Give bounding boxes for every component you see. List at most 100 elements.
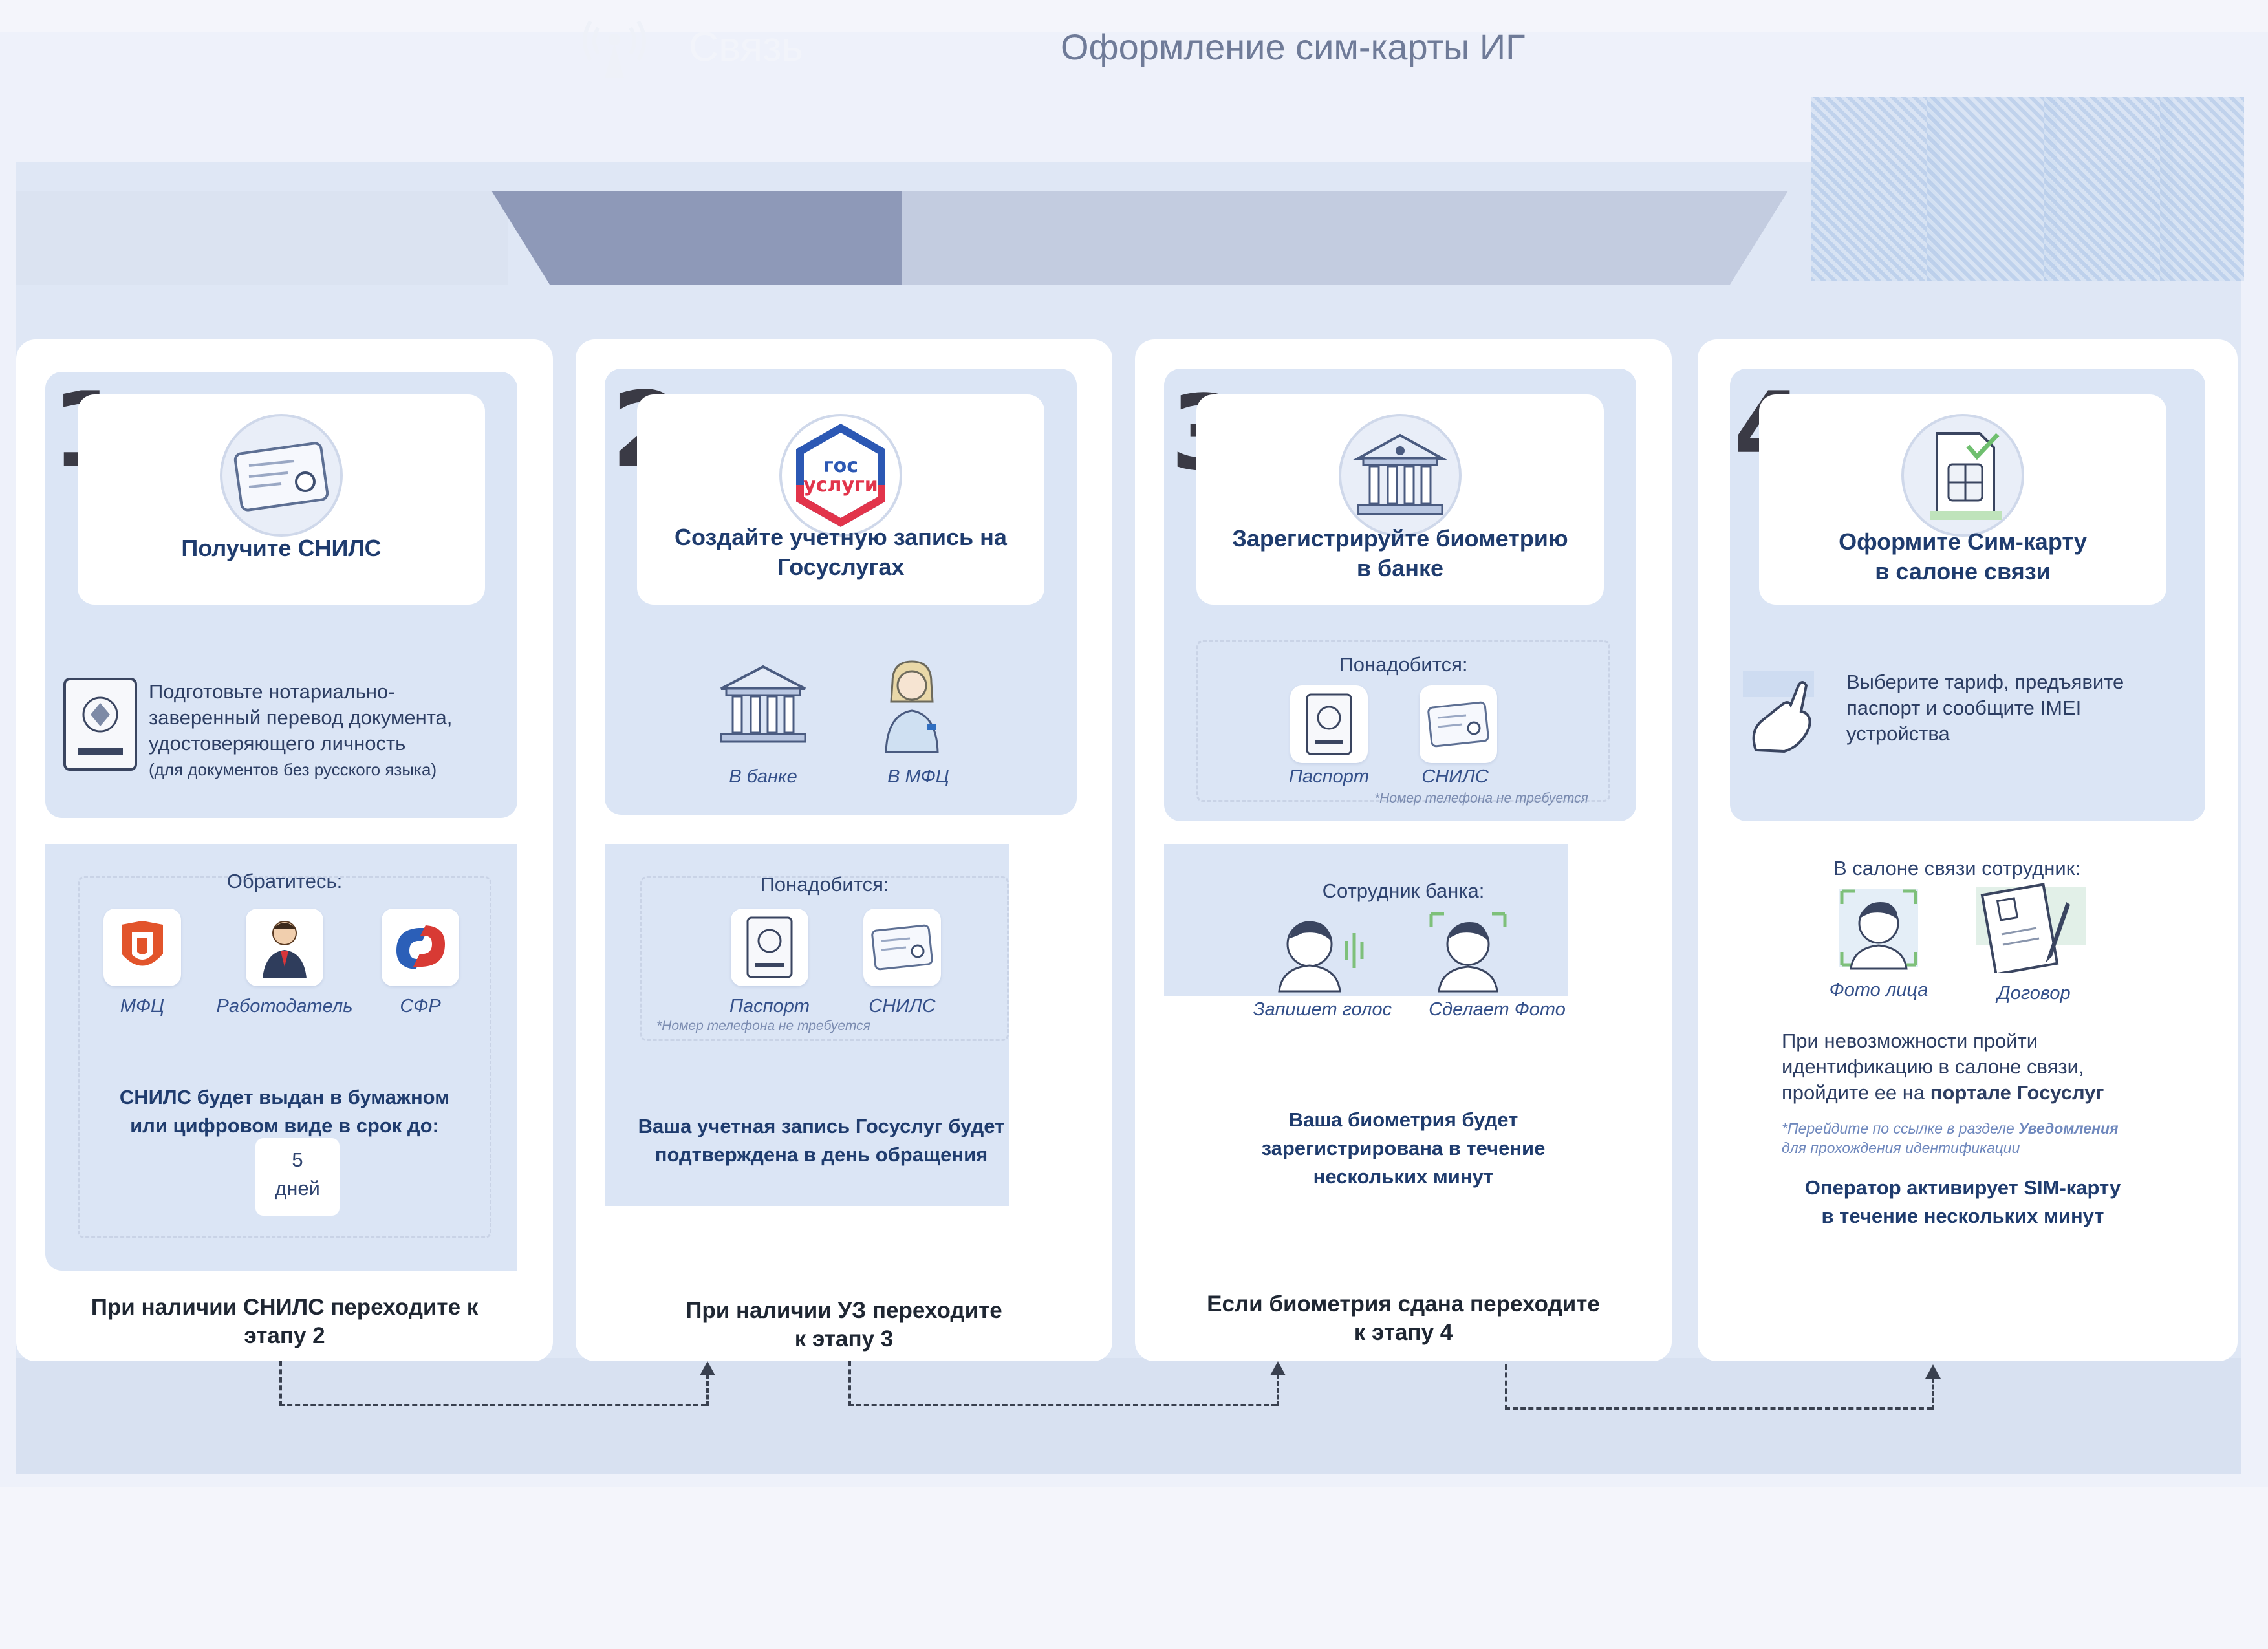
step-3-title-card: Зарегистрируйте биометрию в банке (1196, 394, 1604, 605)
step-1-prep-note: (для документов без русского языка) (149, 760, 437, 779)
doc-snils-label: СНИЛС (869, 996, 936, 1017)
step-3-need-label: Понадобится: (1339, 653, 1468, 676)
step-3-column: 3 Зарегистрируйте биометрию в банке Пона… (1135, 339, 1672, 1361)
step-1-contact-label: Обратитесь: (226, 870, 343, 892)
contact-employer-label: Работодатель (216, 996, 353, 1017)
place-mfc-label: В МФЦ (887, 766, 949, 787)
bank-icon (1339, 414, 1462, 537)
step-1-prep-line-3: удостоверяющего личность (149, 732, 406, 755)
doc-passport-label: Паспорт (1288, 766, 1369, 787)
snils-doc-icon (1420, 685, 1497, 763)
step-4-title-card: Оформите Сим-карту в салоне связи (1759, 394, 2166, 605)
antenna-icon (576, 13, 653, 81)
bank-small-icon (715, 663, 812, 749)
step-4-alt-note-prefix: *Перейдите по ссылке в разделе (1782, 1120, 2019, 1137)
step-4-choose-line-3: устройства (1846, 722, 1950, 745)
step-4-choose-line-2: паспорт и сообщите IMEI (1846, 696, 2082, 719)
action-contract-label: Договор (1997, 983, 2071, 1004)
step-3-result-line-1: Ваша биометрия будет (1288, 1108, 1518, 1131)
step-2-column: 2 гос услуги Создайте учетную запись на … (576, 339, 1112, 1361)
step-1-title-card: Получите СНИЛС (78, 394, 485, 605)
passport-doc-icon (731, 909, 808, 986)
action-photo-label: Сделает Фото (1429, 999, 1566, 1020)
step-1-footer: При наличии СНИЛС переходите к этапу 2 (42, 1293, 527, 1350)
step-3-result-text: Ваша биометрия будет зарегистрирована в … (1196, 1106, 1610, 1191)
step-4-column: 4 Оформите Сим-карту в салоне связи Выбе… (1698, 339, 2238, 1361)
connector-2-arrowhead (1270, 1361, 1286, 1375)
step-3-footer-line-2: к этапу 4 (1354, 1320, 1453, 1345)
step-1-prep-line-1: Подготовьте нотариально- (149, 680, 395, 703)
step-2-footer-line-1: При наличии УЗ переходите (686, 1298, 1002, 1323)
step-2-bottom-shade (605, 844, 1009, 1206)
passport-doc-icon (1290, 685, 1368, 763)
contact-sfr-label: СФР (400, 996, 441, 1017)
step-3-title-line-2: в банке (1356, 555, 1444, 581)
snils-card-icon (220, 414, 343, 537)
step-3-note: *Номер телефона не требуется (1374, 791, 1588, 806)
step-4-alt-line-2: идентификацию в салоне связи, (1782, 1055, 2084, 1078)
step-2-result-line-1: Ваша учетная запись Госуслуг будет (638, 1115, 1005, 1137)
place-bank-label: В банке (729, 766, 797, 787)
snils-doc-icon (863, 909, 941, 986)
hand-pointer-icon (1736, 666, 1833, 759)
connector-1-arrowhead (700, 1361, 715, 1375)
step-1-days-card: 5 дней (255, 1138, 340, 1216)
notifications-section-link[interactable]: Уведомления (2018, 1120, 2119, 1137)
qr-pattern-1 (1811, 97, 1940, 281)
step-4-choose-text: Выберите тариф, предъявите паспорт и соо… (1846, 669, 2221, 747)
header-subtitle: Оформление сим-карты ИГ (1061, 27, 1526, 67)
step-1-title: Получите СНИЛС (181, 535, 382, 561)
step-2-footer: При наличии УЗ переходите к этапу 3 (601, 1297, 1086, 1353)
step-1-result-line-1: СНИЛС будет выдан в бумажном (119, 1086, 450, 1108)
mfc-worker-icon (873, 656, 951, 756)
step-1-column: 1 Получите СНИЛС Подготовьте нотариально… (16, 339, 553, 1361)
connector-3-arrowhead (1925, 1364, 1941, 1379)
step-3-docs-box (1196, 640, 1610, 802)
step-4-title-line-1: Оформите Сим-карту (1839, 528, 2087, 555)
step-4-salon-label: В салоне связи сотрудник: (1833, 857, 2080, 879)
qr-pattern-4 (2160, 97, 2244, 281)
step-4-title: Оформите Сим-карту в салоне связи (1772, 527, 2154, 587)
header-dark-segment (491, 191, 918, 285)
step-1-result-text: СНИЛС будет выдан в бумажном или цифрово… (78, 1083, 491, 1140)
step-3-mid-shade (1164, 844, 1568, 996)
connector-1-right (706, 1374, 709, 1406)
step-4-choose-line-1: Выберите тариф, предъявите (1846, 671, 2124, 693)
step-2-title-line-1: Создайте учетную запись на (675, 524, 1007, 550)
step-2-docs-box (640, 876, 1009, 1041)
gosuslugi-logo-icon: гос услуги (779, 414, 902, 537)
background-band-bottom (16, 1358, 2241, 1474)
step-3-employee-label: Сотрудник банка: (1322, 879, 1485, 902)
connector-3-bottom (1505, 1407, 1932, 1410)
contact-mfc-label: МФЦ (120, 996, 165, 1017)
step-2-note: *Номер телефона не требуется (656, 1018, 870, 1033)
step-3-title: Зарегистрируйте биометрию в банке (1209, 524, 1591, 583)
step-2-result-text: Ваша учетная запись Госуслуг будет подтв… (614, 1112, 1028, 1169)
step-1-days-label: дней (275, 1177, 320, 1200)
connector-1-left (279, 1361, 282, 1406)
gosuslugi-portal-link[interactable]: портале Госуслуг (1930, 1081, 2104, 1104)
sfr-logo-icon (382, 909, 459, 986)
header-banner (16, 191, 1788, 285)
step-2-title-card: гос услуги Создайте учетную запись на Го… (637, 394, 1044, 605)
step-2-title-line-2: Госуслугах (777, 554, 905, 580)
action-face-photo-label: Фото лица (1829, 980, 1928, 1000)
step-4-alt-note: *Перейдите по ссылке в разделе Уведомлен… (1782, 1119, 2221, 1158)
header-title: Связь (689, 23, 803, 70)
step-3-footer-line-1: Если биометрия сдана переходите (1207, 1291, 1600, 1317)
step-2-need-label: Понадобится: (760, 873, 889, 896)
gosuslugi-word-2: услуги (803, 474, 878, 497)
step-4-result-line-1: Оператор активирует SIM-карту (1804, 1176, 2121, 1199)
voice-record-icon (1274, 909, 1371, 995)
step-1-footer-line-1: При наличии СНИЛС переходите к (91, 1295, 479, 1320)
photo-capture-icon (1426, 909, 1510, 995)
step-4-result-line-2: в течение нескольких минут (1821, 1205, 2104, 1227)
connector-3-right (1932, 1377, 1934, 1410)
step-4-title-line-2: в салоне связи (1875, 558, 2051, 585)
step-2-footer-line-2: к этапу 3 (794, 1326, 894, 1352)
step-4-alt-prefix: пройдите ее на (1782, 1081, 1930, 1104)
step-1-footer-line-2: этапу 2 (244, 1323, 325, 1348)
qr-pattern-3 (2044, 97, 2173, 281)
step-1-contact-box (78, 876, 491, 1238)
connector-1-bottom (279, 1404, 706, 1406)
